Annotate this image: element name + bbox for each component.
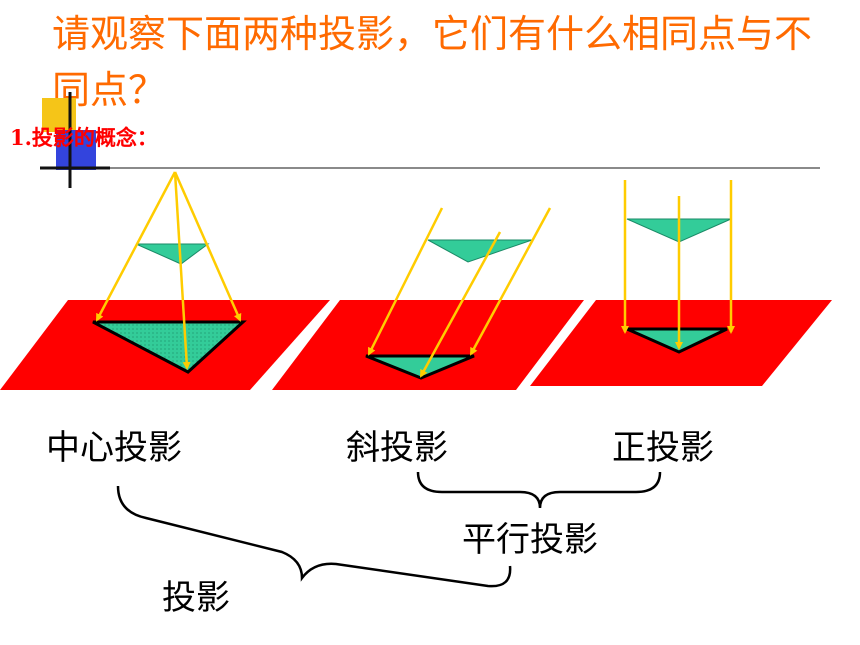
parallel-brace [416,471,662,509]
central-projection-group [0,171,330,390]
oblique-ray-3 [469,207,552,356]
slide-title: 请观察下面两种投影，它们有什么相同点与不同点？ [52,12,813,112]
oblique-projection-group [272,207,584,390]
central-ray-3 [173,171,191,370]
oblique-projection-object [427,239,533,263]
central-projection-object [135,243,210,265]
oblique-ray-2 [419,231,502,378]
orthographic-projection-shadow [626,327,728,354]
section-heading: 1.投影的概念： [10,125,158,150]
label-parallel-projection: 平行投影 [462,520,598,560]
orthographic-projection-group [530,180,832,386]
oblique-projection-shadow [365,354,475,380]
central-ray-1 [95,171,177,322]
label-central-projection: 中心投影 [46,428,182,468]
oblique-projection-plane [272,300,584,390]
corner-decoration [40,92,820,188]
central-ray-2 [173,171,242,322]
deco-blue-square [56,130,96,170]
projection-brace [116,485,512,588]
label-projection: 投影 [162,578,230,618]
central-projection-shadow [92,320,247,374]
label-oblique-projection: 斜投影 [346,428,448,468]
label-orthographic-projection: 正投影 [612,428,714,468]
oblique-ray-1 [367,207,444,356]
